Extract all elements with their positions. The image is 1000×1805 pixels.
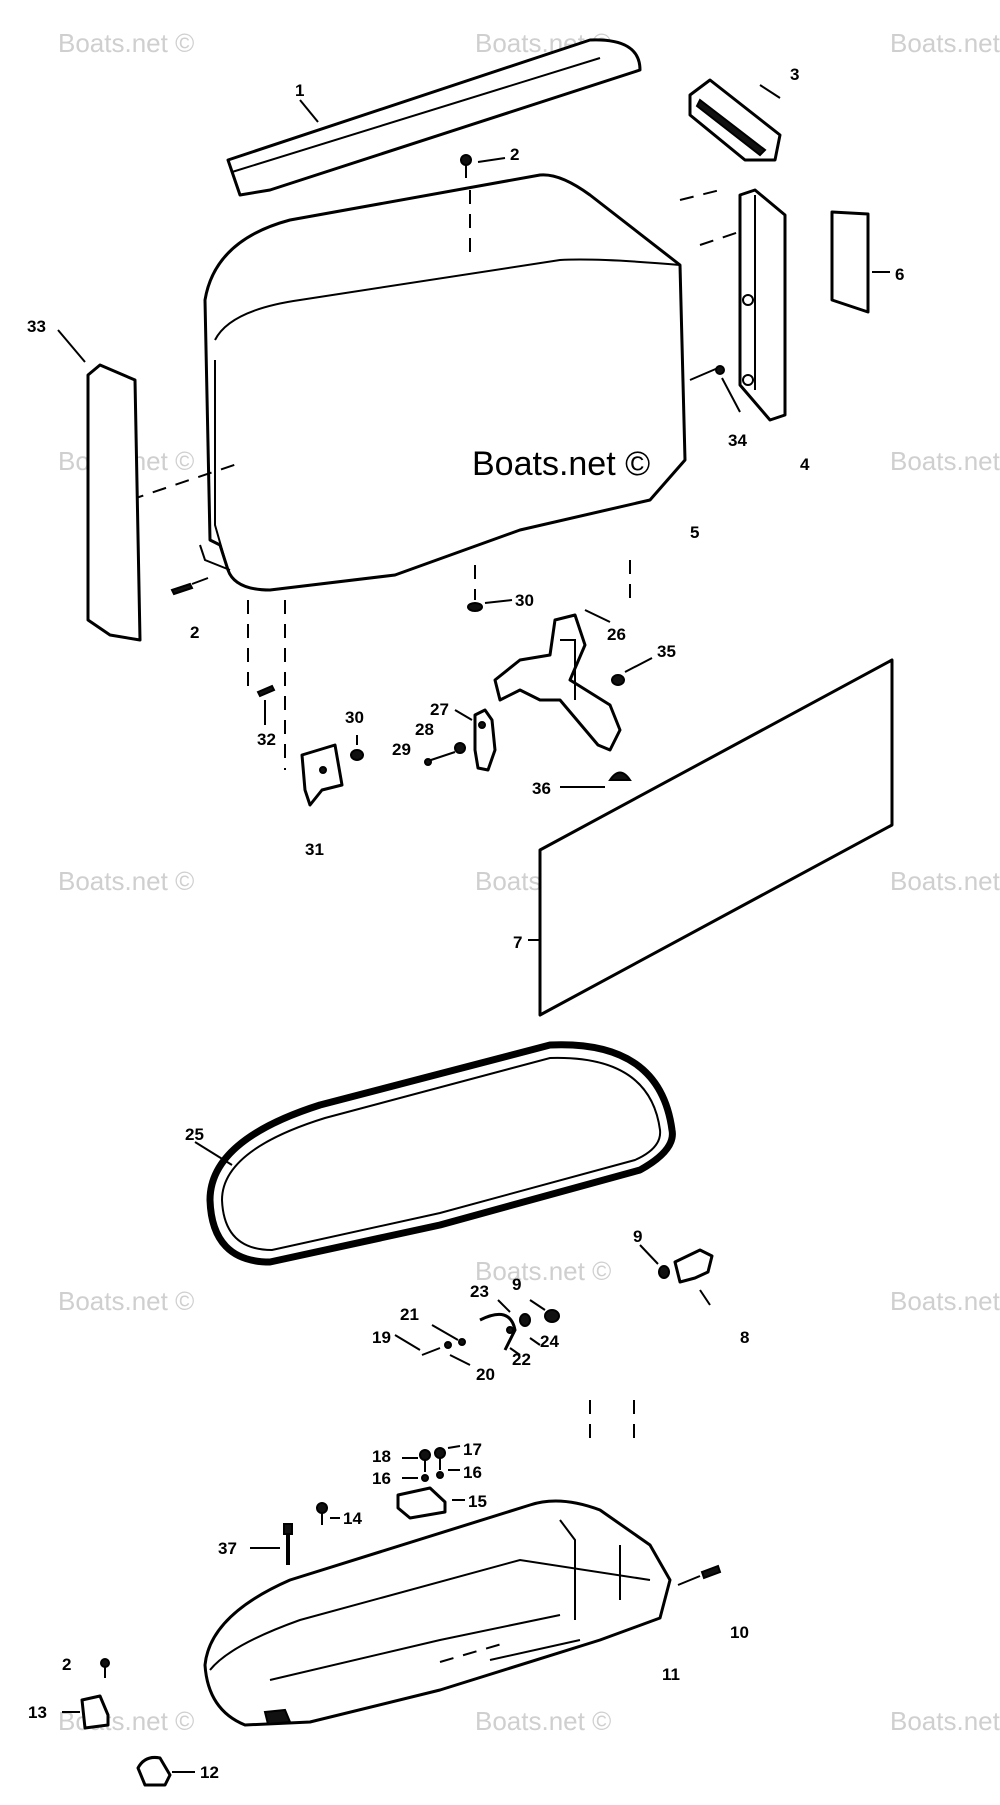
part-25-seal [194,1041,676,1266]
part-3-handle [688,78,782,162]
label-part-2: 2 [62,1655,71,1674]
part-2-screw-left [170,577,209,596]
part-4-rear-bracket [738,188,787,422]
label-part-13: 13 [28,1703,47,1722]
part-34-screw [689,365,741,413]
part-21-linkage [394,1299,560,1366]
watermark: Boats.net © [890,866,1000,896]
label-part-30: 30 [515,591,534,610]
label-part-8: 8 [740,1328,749,1347]
watermark: Boats.net © [58,1706,194,1736]
label-part-12: 12 [200,1763,219,1782]
label-part-35: 35 [657,642,676,661]
label-part-4: 4 [800,455,810,474]
watermark: Boats.net © [890,1706,1000,1736]
label-part-24: 24 [540,1332,559,1351]
label-part-19: 19 [372,1328,391,1347]
label-part-28: 28 [415,720,434,739]
label-part-2: 2 [190,623,199,642]
label-part-16: 16 [463,1463,482,1482]
label-part-26: 26 [607,625,626,644]
label-part-14: 14 [343,1509,362,1528]
label-part-36: 36 [532,779,551,798]
label-part-16: 16 [372,1469,391,1488]
part-35-nut [611,657,653,686]
label-part-17: 17 [463,1440,482,1459]
part-10-screw [677,1564,722,1586]
label-part-32: 32 [257,730,276,749]
label-part-1: 1 [295,81,304,100]
label-part-15: 15 [468,1492,487,1511]
label-part-3: 3 [790,65,799,84]
label-part-5: 5 [690,523,699,542]
brand-label: Boats.net © [472,445,650,483]
label-part-34: 34 [728,431,747,450]
label-part-27: 27 [430,700,449,719]
label-part-33: 33 [27,317,46,336]
part-33-side-panel [57,329,142,642]
part-13-clip [62,1658,110,1730]
label-part-9: 9 [512,1275,521,1294]
part-number-labels: 1 2 3 6 33 34 4 5 30 2 26 35 27 30 28 32… [27,65,904,1782]
watermark: Boats.net © [890,446,1000,476]
part-31-plate [300,735,364,807]
label-part-20: 20 [476,1365,495,1384]
label-part-25: 25 [185,1125,204,1144]
label-part-31: 31 [305,840,324,859]
label-part-9: 9 [633,1227,642,1246]
label-part-18: 18 [372,1447,391,1466]
watermark: Boats.net © [890,1286,1000,1316]
part-26-mount-bracket [493,609,622,752]
watermark: Boats.net © [475,1256,611,1286]
part-11-bottom-cowl [203,1499,672,1727]
part-8-latch-lever [589,1244,714,1445]
label-part-29: 29 [392,740,411,759]
part-32-screw [256,684,276,725]
part-27-latch [424,708,497,772]
part-30-nut [467,599,513,612]
watermark-layer: Boats.net © Boats.net © Boats.net © Boat… [58,28,1000,1736]
part-7-panel-sheet [528,658,894,1017]
label-part-2: 2 [510,145,519,164]
watermark: Boats.net © [58,28,194,58]
part-15-hinge-block [316,1445,465,1525]
label-part-11: 11 [662,1665,680,1684]
label-part-10: 10 [730,1623,749,1642]
part-37-bolt [250,1523,293,1565]
watermark: Boats.net © [475,1706,611,1736]
label-part-7: 7 [513,933,522,952]
label-part-6: 6 [895,265,904,284]
part-12-cap [136,1756,195,1787]
part-1-trim-strip [226,38,642,197]
label-part-30: 30 [345,708,364,727]
part-2-screw-top [460,154,506,178]
label-part-37: 37 [218,1539,237,1558]
label-part-22: 22 [512,1350,531,1369]
part-36-grommet [560,771,632,788]
part-6-plate [830,210,890,314]
watermark: Boats.net © [58,1286,194,1316]
watermark: Boats.net © [58,866,194,896]
watermark: Boats.net © [890,28,1000,58]
label-part-23: 23 [470,1282,489,1301]
label-part-21: 21 [400,1305,419,1324]
part-5-top-cowl: Boats.net © [129,173,746,770]
